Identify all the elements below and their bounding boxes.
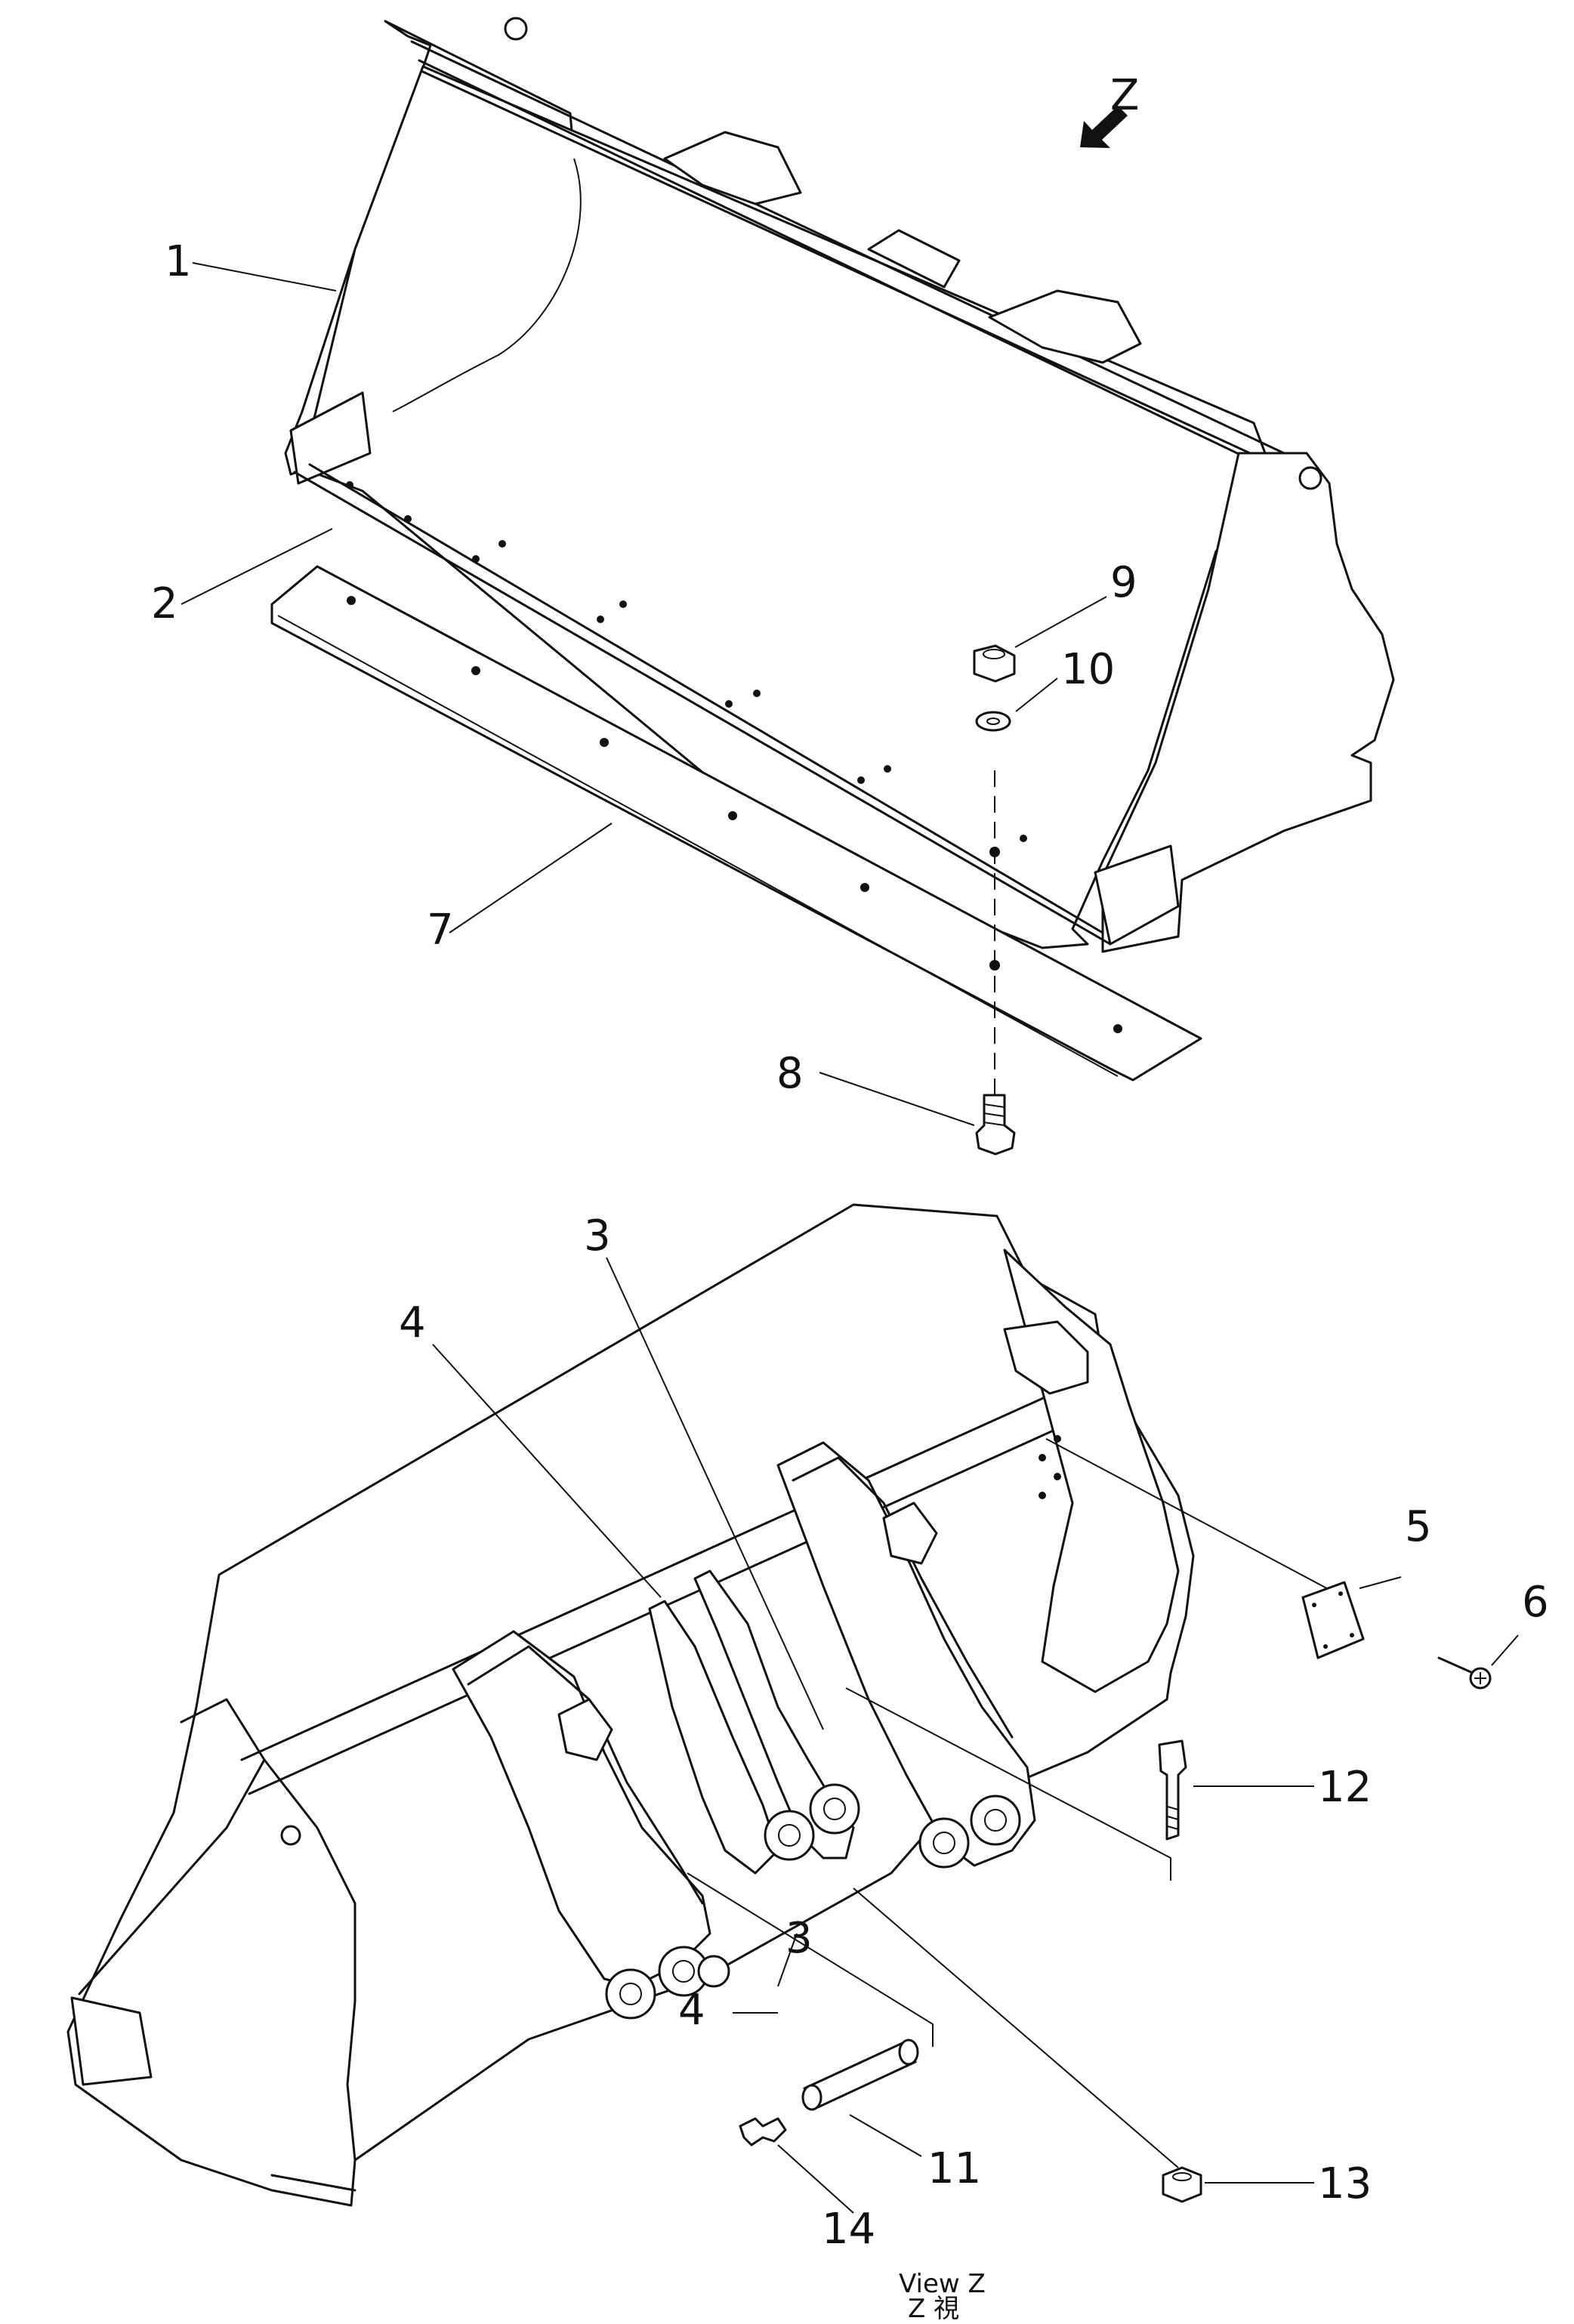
callout-4-top: 4 xyxy=(399,1298,426,1347)
bucket-spill-guard-1 xyxy=(663,131,802,205)
callout-10: 10 xyxy=(1061,645,1115,694)
washer-10 xyxy=(975,711,1011,732)
center-link-right xyxy=(693,1569,855,1860)
bucket-front-lip xyxy=(293,463,1112,946)
caption-view-z: View Z xyxy=(899,2269,986,2299)
bracket-line-13 xyxy=(853,1887,1179,2168)
rear-left-side-curve xyxy=(180,1698,356,2162)
cutting-edge-holes xyxy=(347,596,1122,1033)
left-hitch-block xyxy=(557,1698,613,1761)
bracket-line-5 xyxy=(1045,1438,1338,1594)
callout-labels: 1 2 7 8 9 10 Z 3 4 3 4 5 6 12 11 13 14 xyxy=(151,71,1549,2254)
callout-4-bottom: 4 xyxy=(678,1986,705,2035)
view-z-arrow xyxy=(1080,106,1128,148)
rear-left-pin-hole xyxy=(280,1825,301,1846)
bucket-top-rail xyxy=(410,40,1285,474)
leaders-bottom xyxy=(432,1257,1519,2214)
callout-3-top: 3 xyxy=(584,1211,611,1261)
callout-9: 9 xyxy=(1110,558,1137,607)
caption-z-kanji: Z 視 xyxy=(908,2294,959,2320)
callout-13: 13 xyxy=(1318,2159,1372,2208)
cutting-edge-bevel xyxy=(277,615,1119,1077)
screw-6 xyxy=(1437,1656,1474,1674)
callout-1: 1 xyxy=(165,237,192,286)
right-hitch-block xyxy=(882,1501,938,1565)
view-z-letter: Z xyxy=(1110,71,1139,120)
view-caption: View Z Z 視 xyxy=(899,2269,986,2324)
callout-5: 5 xyxy=(1405,1502,1432,1551)
callout-8: 8 xyxy=(776,1049,804,1098)
rear-top-bar xyxy=(1003,1320,1089,1395)
grease-fitting-14 xyxy=(739,2117,787,2147)
callout-2: 2 xyxy=(151,579,178,628)
callout-11: 11 xyxy=(927,2144,981,2193)
right-hitch-bracket xyxy=(776,1441,1036,1867)
bucket-inner-wall xyxy=(392,158,582,412)
bucket-rear-view xyxy=(66,1203,1492,2207)
bucket-left-pin-hole xyxy=(504,17,528,41)
leaders-top xyxy=(181,262,1107,1126)
callout-7: 7 xyxy=(427,906,454,955)
cover-plate-5 xyxy=(1301,1581,1365,1659)
bolt-12 xyxy=(1158,1739,1187,1841)
rear-left-skid xyxy=(70,1996,153,2086)
bracket-line-12 xyxy=(845,1687,1171,1881)
callout-6: 6 xyxy=(1522,1578,1549,1627)
rear-left-side-outline xyxy=(78,1758,266,1995)
bucket-right-pin-hole xyxy=(1298,466,1322,490)
callout-3-bottom: 3 xyxy=(785,1914,813,1963)
lip-bolt-holes xyxy=(346,481,1027,856)
right-pin-holes xyxy=(1039,1435,1061,1499)
bracket-line-11 xyxy=(687,1872,934,2047)
bucket-right-corner xyxy=(1094,844,1180,946)
callout-12: 12 xyxy=(1318,1763,1372,1812)
rear-top-plate-line xyxy=(240,1373,1112,1795)
cutting-edge xyxy=(270,565,1202,1082)
bucket-left-corner xyxy=(289,391,372,485)
bucket-spill-guard-3 xyxy=(988,289,1142,364)
bucket-top-view xyxy=(270,17,1395,1156)
rear-lower-skid xyxy=(270,2174,356,2192)
callout-14: 14 xyxy=(822,2205,875,2254)
bucket-spill-guard-2 xyxy=(867,229,961,289)
hinge-bosses xyxy=(605,1783,1021,2020)
